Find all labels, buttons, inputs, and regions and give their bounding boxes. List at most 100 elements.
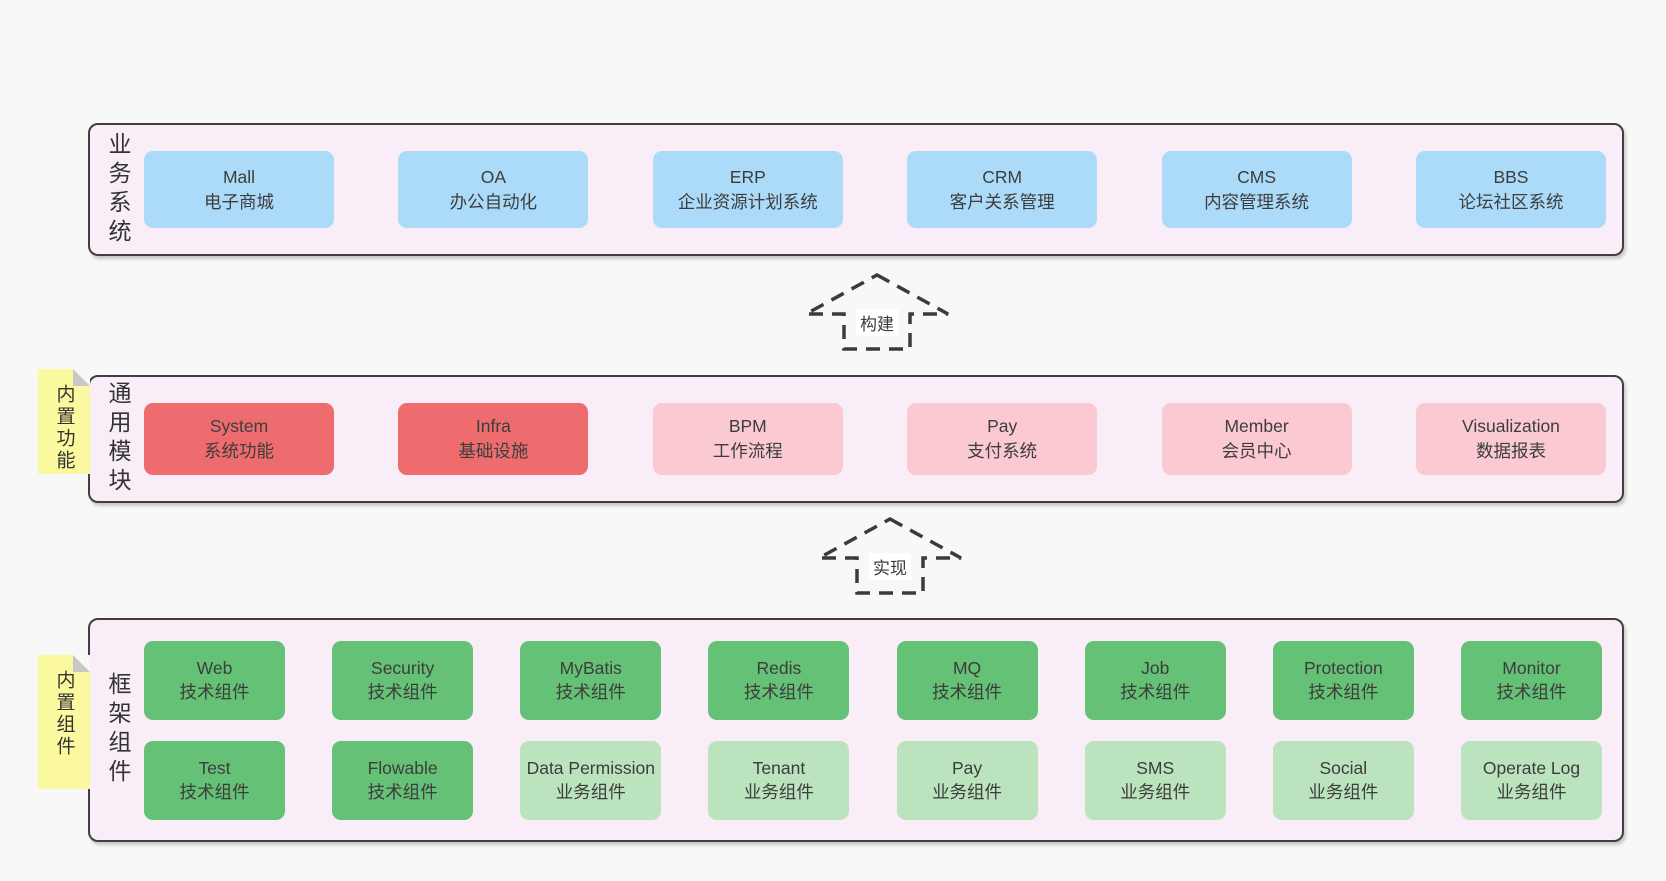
box-desc: 技术组件 xyxy=(1308,681,1379,702)
box-name: Flowable xyxy=(367,758,438,779)
box-desc: 技术组件 xyxy=(743,681,814,702)
box-desc: 工作流程 xyxy=(712,441,783,461)
box-infra: Infra 基础设施 xyxy=(398,403,589,475)
build-arrow: 构建 xyxy=(802,272,952,352)
box-desc: 基础设施 xyxy=(458,441,529,461)
box-desc: 技术组件 xyxy=(179,781,250,802)
box-name: Visualization xyxy=(1461,416,1560,437)
box-desc: 业务组件 xyxy=(1120,781,1191,802)
box-name: Operate Log xyxy=(1482,758,1581,779)
box-erp: ERP 企业资源计划系统 xyxy=(652,151,843,228)
component-row-1: Web 技术组件 Security 技术组件 MyBatis 技术组件 Redi… xyxy=(144,641,1602,720)
box-operate-log: Operate Log 业务组件 xyxy=(1460,741,1602,820)
box-sms: SMS 业务组件 xyxy=(1084,741,1226,820)
box-name: Test xyxy=(198,758,231,779)
box-name: Web xyxy=(196,658,233,679)
band-framework-components: 框架组件 Web 技术组件 Security 技术组件 MyBatis 技术组件… xyxy=(88,618,1624,842)
box-desc: 系统功能 xyxy=(204,441,274,461)
box-name: Redis xyxy=(756,658,802,679)
box-redis: Redis 技术组件 xyxy=(708,641,850,720)
box-name: OA xyxy=(480,166,507,187)
sticky-text: 内置组件 xyxy=(53,670,75,758)
box-desc: 技术组件 xyxy=(555,681,626,702)
box-name: BPM xyxy=(728,416,767,437)
box-social: Social 业务组件 xyxy=(1272,741,1414,820)
box-desc: 客户关系管理 xyxy=(949,191,1055,212)
box-visualization: Visualization 数据报表 xyxy=(1415,403,1606,475)
box-name: Protection xyxy=(1303,658,1383,679)
box-name: Pay xyxy=(951,758,983,779)
box-name: Security xyxy=(371,658,435,679)
band-common-modules: 通用模块 System 系统功能 Infra 基础设施 BPM 工作流程 Pay… xyxy=(88,375,1624,503)
box-desc: 企业资源计划系统 xyxy=(677,191,818,212)
band-label-modules: 通用模块 xyxy=(105,381,131,497)
box-name: BBS xyxy=(1493,166,1529,187)
box-job: Job 技术组件 xyxy=(1084,641,1226,720)
box-desc: 会员中心 xyxy=(1221,441,1292,461)
component-grid: Web 技术组件 Security 技术组件 MyBatis 技术组件 Redi… xyxy=(144,641,1602,820)
box-name: Mall xyxy=(222,166,256,187)
box-desc: 内容管理系统 xyxy=(1204,191,1310,212)
sticky-note-built-in-components: 内置组件 xyxy=(38,655,90,789)
box-bbs: BBS 论坛社区系统 xyxy=(1415,151,1606,228)
box-desc: 业务组件 xyxy=(1308,781,1379,802)
box-web: Web 技术组件 xyxy=(144,641,285,720)
box-name: Tenant xyxy=(752,758,806,779)
box-name: Member xyxy=(1224,416,1289,437)
box-name: MQ xyxy=(952,658,982,679)
box-desc: 业务组件 xyxy=(1496,781,1567,802)
box-name: Job xyxy=(1141,658,1170,679)
band-label-components: 框架组件 xyxy=(105,672,131,788)
box-name: SMS xyxy=(1136,758,1175,779)
box-desc: 数据报表 xyxy=(1475,441,1546,461)
sticky-note-built-in-functions: 内置功能 xyxy=(38,369,90,474)
box-name: System xyxy=(209,416,269,437)
box-desc: 技术组件 xyxy=(179,681,250,702)
component-row-2: Test 技术组件 Flowable 技术组件 Data Permission … xyxy=(144,741,1602,820)
box-data-permission: Data Permission 业务组件 xyxy=(520,741,662,820)
implement-arrow-label: 实现 xyxy=(869,553,911,580)
box-desc: 办公自动化 xyxy=(449,191,538,212)
box-name: Monitor xyxy=(1502,658,1561,679)
business-box-row: Mall 电子商城 OA 办公自动化 ERP 企业资源计划系统 CRM 客户关系… xyxy=(144,151,1606,228)
build-arrow-label: 构建 xyxy=(856,309,898,336)
box-desc: 支付系统 xyxy=(967,441,1038,461)
box-name: Infra xyxy=(475,416,511,437)
box-desc: 技术组件 xyxy=(367,681,438,702)
box-system: System 系统功能 xyxy=(144,403,334,475)
box-mq: MQ 技术组件 xyxy=(896,641,1038,720)
box-name: MyBatis xyxy=(559,658,622,679)
box-tenant: Tenant 业务组件 xyxy=(708,741,850,820)
box-desc: 技术组件 xyxy=(1496,681,1567,702)
module-box-row: System 系统功能 Infra 基础设施 BPM 工作流程 Pay 支付系统… xyxy=(144,403,1606,475)
box-desc: 业务组件 xyxy=(555,781,626,802)
box-cms: CMS 内容管理系统 xyxy=(1161,151,1352,228)
dashed-up-arrow-icon xyxy=(818,517,962,595)
box-desc: 技术组件 xyxy=(932,681,1003,702)
box-desc: 业务组件 xyxy=(743,781,814,802)
box-flowable: Flowable 技术组件 xyxy=(332,741,474,820)
box-test: Test 技术组件 xyxy=(144,741,285,820)
box-name: Data Permission xyxy=(526,758,655,779)
box-member: Member 会员中心 xyxy=(1161,403,1352,475)
box-oa: OA 办公自动化 xyxy=(398,151,589,228)
box-name: Pay xyxy=(987,416,1018,437)
box-desc: 业务组件 xyxy=(932,781,1003,802)
box-desc: 电子商城 xyxy=(204,191,274,212)
dashed-up-arrow-icon xyxy=(805,273,949,351)
box-crm: CRM 客户关系管理 xyxy=(907,151,1098,228)
box-name: ERP xyxy=(729,166,766,187)
box-security: Security 技术组件 xyxy=(332,641,474,720)
band-business-systems: 业务系统 Mall 电子商城 OA 办公自动化 ERP 企业资源计划系统 CRM… xyxy=(88,123,1624,256)
box-desc: 技术组件 xyxy=(1120,681,1191,702)
box-pay-component: Pay 业务组件 xyxy=(896,741,1038,820)
box-name: CMS xyxy=(1237,166,1276,187)
box-desc: 论坛社区系统 xyxy=(1458,191,1564,212)
box-protection: Protection 技术组件 xyxy=(1272,641,1414,720)
box-monitor: Monitor 技术组件 xyxy=(1460,641,1602,720)
box-desc: 技术组件 xyxy=(367,781,438,802)
box-bpm: BPM 工作流程 xyxy=(652,403,843,475)
implement-arrow: 实现 xyxy=(815,516,965,596)
box-pay-module: Pay 支付系统 xyxy=(907,403,1098,475)
